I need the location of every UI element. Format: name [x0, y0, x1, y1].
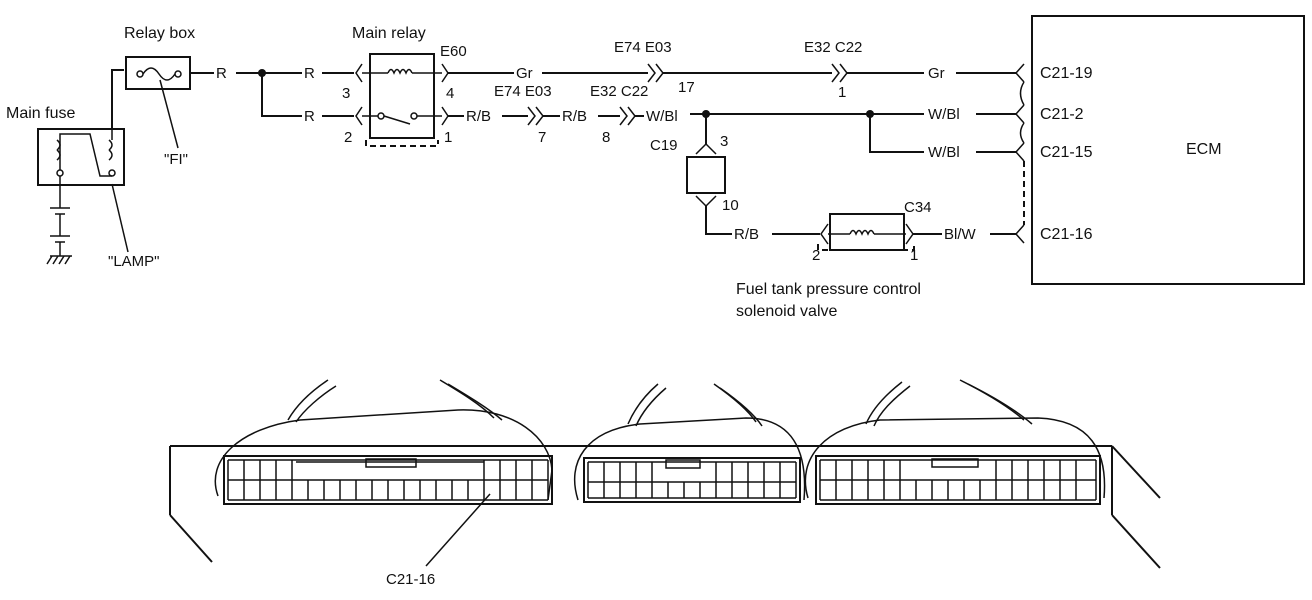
rb-wire-lower-a	[705, 206, 732, 235]
solenoid-valve	[817, 213, 915, 251]
ecm-pin-c21-2: C21-2	[1040, 106, 1084, 123]
relay-box	[125, 56, 191, 149]
connector-e60: E60	[440, 43, 467, 60]
ecm-pin-chevrons	[1014, 63, 1025, 244]
connector-e74-e03-top-label: E74 E03	[614, 39, 672, 56]
solenoid-label-line1: Fuel tank pressure control	[736, 281, 921, 298]
wire-label-rb2: R/B	[562, 108, 587, 125]
ecm-box	[1031, 15, 1305, 285]
relay-pin-4: 4	[446, 85, 454, 102]
connector-c19-label: C19	[650, 137, 678, 154]
ecm-pin-c21-15: C21-15	[1040, 144, 1093, 161]
ecm-pin-c21-19: C21-19	[1040, 65, 1093, 82]
fi-fuse-label: "FI"	[164, 151, 188, 168]
connector-e74-e03-mid-label: E74 E03	[494, 83, 552, 100]
connector-e74-e03-mid	[527, 106, 544, 126]
ecm-connector-illustration	[169, 379, 1161, 569]
wire-label-r2: R	[304, 65, 315, 82]
relay-pin-1: 1	[444, 129, 452, 146]
callout-c21-16: C21-16	[386, 571, 435, 588]
connector-c19	[686, 156, 726, 194]
connector-e32-c22-top-label: E32 C22	[804, 39, 862, 56]
wire-label-rb3: R/B	[734, 226, 759, 243]
c34-pin-1: 1	[910, 247, 918, 264]
fuse-feed-wire	[111, 69, 124, 128]
wire-label-wbl2: W/Bl	[928, 106, 960, 123]
wire-label-r1: R	[216, 65, 227, 82]
wire-label-r3: R	[304, 108, 315, 125]
wire-label-wbl1: W/Bl	[646, 108, 678, 125]
wire-label-blw: Bl/W	[944, 226, 977, 243]
relay-pin-3: 3	[342, 85, 350, 102]
ecm-pin-c21-16: C21-16	[1040, 226, 1093, 243]
lamp-fuse-label: "LAMP"	[108, 253, 160, 270]
relay-box-label: Relay box	[124, 25, 195, 42]
pin-1: 1	[838, 84, 846, 101]
connector-e32-c22-top	[831, 63, 848, 83]
r-wire-branch	[261, 73, 302, 117]
wire-label-gr2: Gr	[928, 65, 945, 82]
main-relay-label: Main relay	[352, 25, 426, 42]
relay-pin-2: 2	[344, 129, 352, 146]
wire-label-wbl3: W/Bl	[928, 144, 960, 161]
ecm-label: ECM	[1186, 141, 1222, 158]
c19-pin-3: 3	[720, 133, 728, 150]
connector-e74-e03-top	[647, 63, 664, 83]
solenoid-label-line2: solenoid valve	[736, 303, 838, 320]
main-relay	[355, 53, 449, 147]
c19-upper-chevron	[695, 142, 717, 155]
main-fuse-label: Main fuse	[6, 105, 75, 122]
pin-17: 17	[678, 79, 695, 96]
c19-lower-chevron	[695, 195, 717, 208]
connector-e32-c22-mid-label: E32 C22	[590, 83, 648, 100]
c19-pin-10: 10	[722, 197, 739, 214]
c34-pin-2: 2	[812, 247, 820, 264]
pin-8: 8	[602, 129, 610, 146]
wire-label-rb1: R/B	[466, 108, 491, 125]
main-fuse	[37, 128, 129, 265]
wbl-wire-branch	[869, 114, 924, 153]
connector-c34-label: C34	[904, 199, 932, 216]
wire-label-gr1: Gr	[516, 65, 533, 82]
pin-7: 7	[538, 129, 546, 146]
connector-e32-c22-mid	[619, 106, 636, 126]
